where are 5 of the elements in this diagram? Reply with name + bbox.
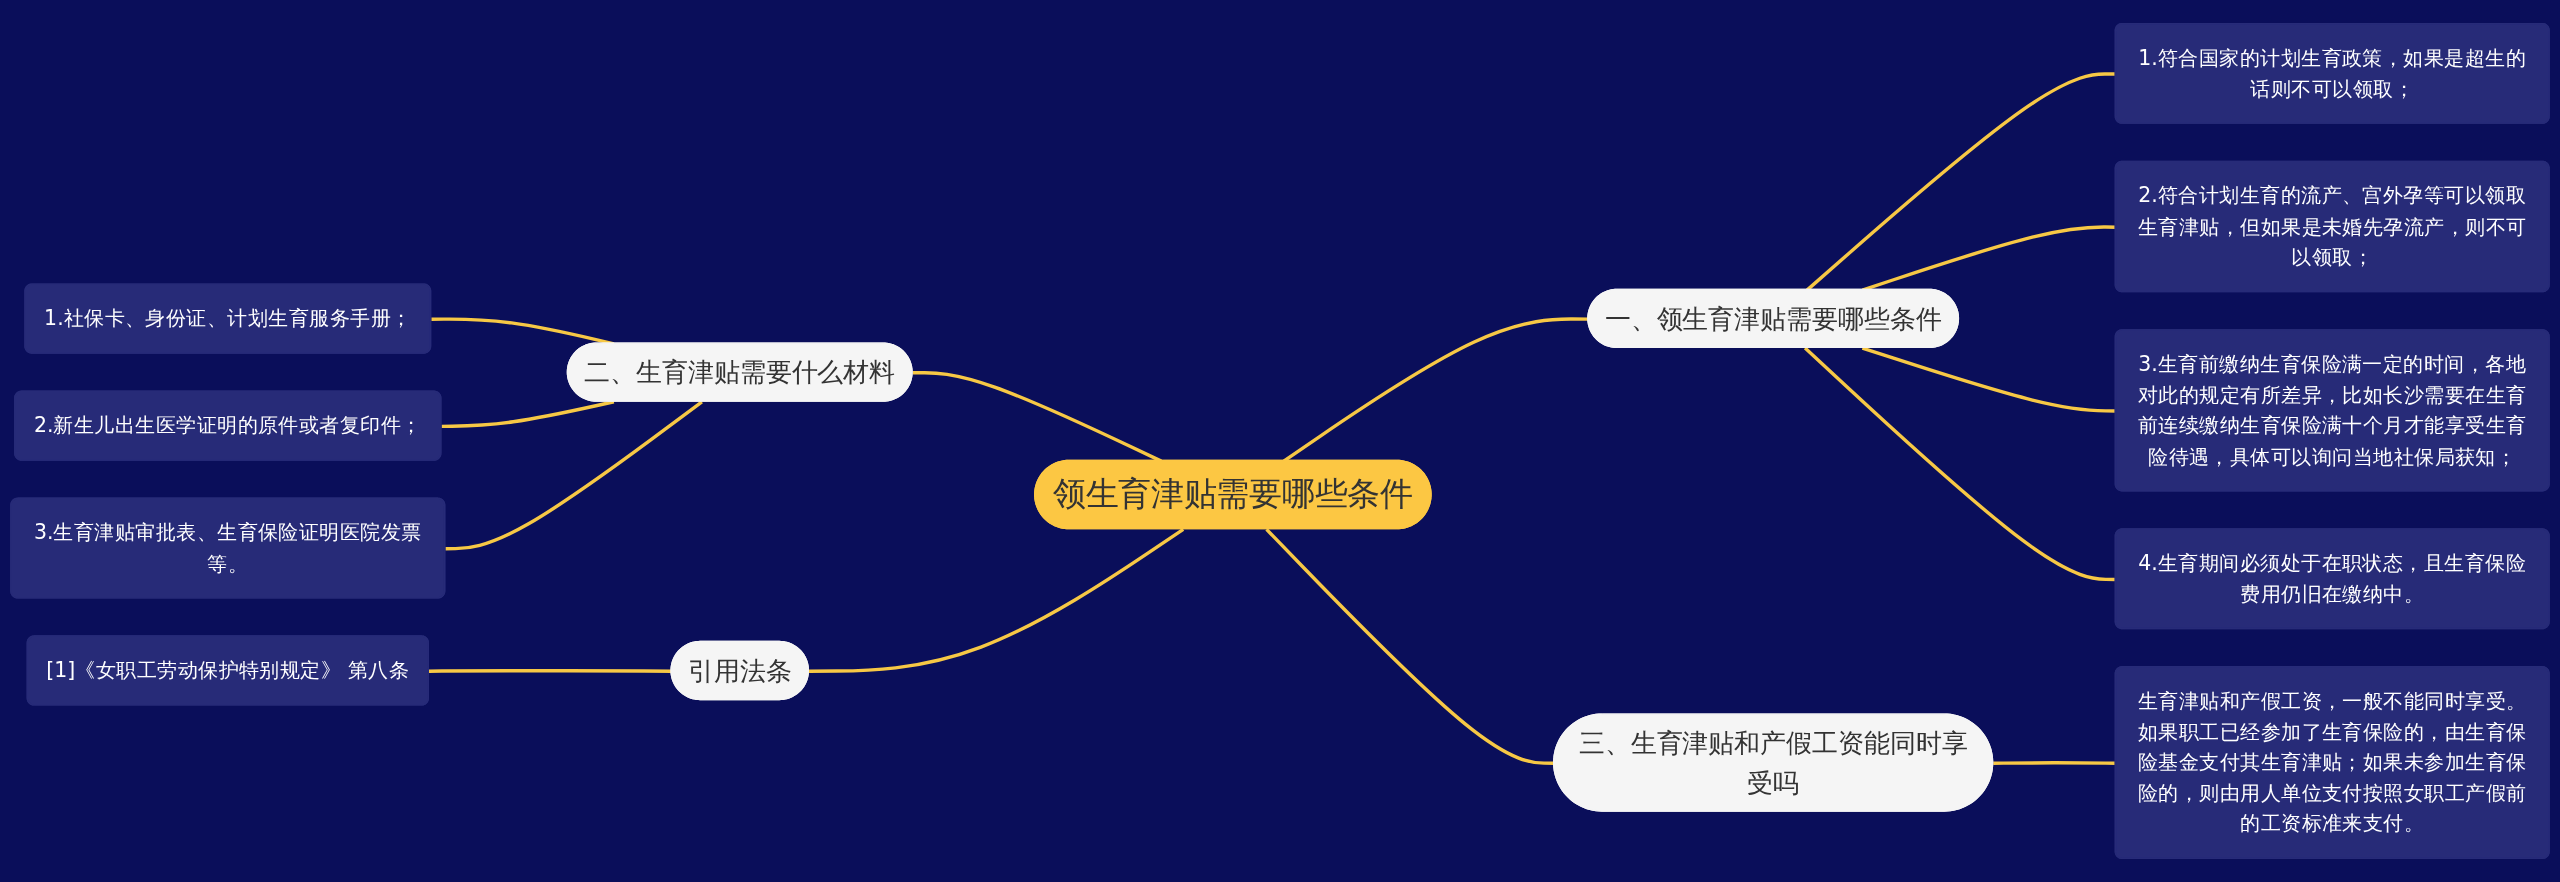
- connector: [429, 669, 672, 673]
- connector: [809, 527, 1185, 673]
- connector: [1265, 528, 1555, 765]
- connector: [441, 400, 615, 429]
- connector: [445, 400, 703, 551]
